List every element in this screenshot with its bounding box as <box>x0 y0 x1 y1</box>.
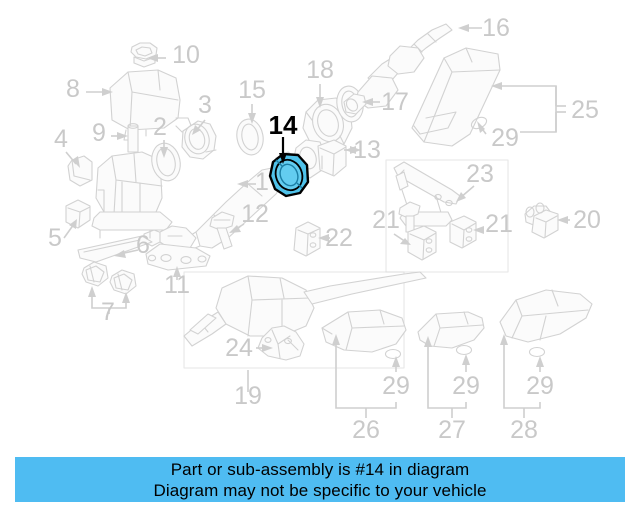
leader-12 <box>229 223 245 233</box>
callout-label-2: 2 <box>153 113 167 141</box>
callout-label-28: 28 <box>510 416 538 444</box>
leader-25 <box>491 82 566 133</box>
part-shape-3 <box>181 120 217 160</box>
callout-label-29-on-26: 29 <box>382 372 410 400</box>
callout-label-29-upper: 29 <box>491 124 519 152</box>
leader-21-left <box>393 233 411 245</box>
callout-label-21-left: 21 <box>372 206 400 234</box>
callout-label-29-on-27: 29 <box>452 372 480 400</box>
part-shape-20 <box>524 202 559 239</box>
callout-label-5: 5 <box>48 224 62 252</box>
part-shape-19 <box>183 271 427 347</box>
part-callout-banner: Part or sub-assembly is #14 in diagram D… <box>15 457 625 502</box>
leader-29-26 <box>392 356 400 372</box>
part-shape-21-left <box>407 225 437 261</box>
leader-29-28 <box>536 356 544 372</box>
part-shape-25 <box>411 47 501 147</box>
leader-17 <box>362 98 380 106</box>
callout-label-6: 6 <box>136 231 150 259</box>
callout-label-22: 22 <box>325 224 353 252</box>
callout-label-29-on-28: 29 <box>526 372 554 400</box>
callout-label-23: 23 <box>466 160 494 188</box>
part-shape-7 <box>81 261 137 295</box>
leader-arrow-14 <box>279 153 287 164</box>
part-shape-8 <box>109 69 193 141</box>
leader-24 <box>256 344 273 352</box>
callout-label-8: 8 <box>66 75 80 103</box>
part-shape-14-highlighted <box>268 152 310 198</box>
callout-label-20: 20 <box>573 206 601 234</box>
part-shape-9 <box>127 123 139 153</box>
part-shape-27 <box>417 311 485 356</box>
callout-label-24: 24 <box>225 334 253 362</box>
callout-label-18: 18 <box>306 56 334 84</box>
part-shape-2 <box>151 142 181 182</box>
part-shape-24 <box>257 325 305 361</box>
leader-8 <box>86 88 113 96</box>
part-shape-15 <box>236 118 264 156</box>
callout-label-12: 12 <box>241 200 269 228</box>
leader-27 <box>424 336 467 418</box>
part-shape-4 <box>67 155 93 187</box>
callout-label-9: 9 <box>92 119 106 147</box>
callout-label-10: 10 <box>172 41 200 69</box>
callout-label-25: 25 <box>571 96 599 124</box>
callout-label-7: 7 <box>101 298 115 326</box>
part-shape-12 <box>209 211 235 250</box>
leader-2 <box>160 140 168 158</box>
leader-18 <box>316 84 324 108</box>
callout-label-26: 26 <box>352 416 380 444</box>
part-shape-16 <box>343 23 453 115</box>
part-shape-10 <box>130 42 158 68</box>
part-shape-bolt-upper <box>398 201 421 233</box>
leader-29-27 <box>462 354 470 372</box>
leader-16 <box>458 24 482 32</box>
part-shape-21-right <box>449 215 477 249</box>
leader-6 <box>114 249 139 258</box>
leader-22 <box>318 234 330 242</box>
banner-line-2: Diagram may not be specific to your vehi… <box>153 480 487 500</box>
leader-28 <box>500 334 541 418</box>
leader-11 <box>173 266 181 280</box>
leader-20 <box>557 216 570 224</box>
callout-label-15: 15 <box>238 76 266 104</box>
part-shape-28 <box>499 289 593 358</box>
leader-26 <box>332 334 397 418</box>
leader-10 <box>147 54 166 62</box>
parts-diagram-canvas: 1 2 3 4 5 6 7 8 9 10 11 12 13 14 15 16 1… <box>48 14 601 444</box>
leader-1 <box>237 180 256 188</box>
callout-label-11: 11 <box>164 271 190 299</box>
part-shape-manifold <box>91 151 211 271</box>
parts-diagram-svg: 1 2 3 4 5 6 7 8 9 10 11 12 13 14 15 16 1… <box>48 14 601 444</box>
callout-label-4: 4 <box>54 125 68 153</box>
callout-label-16: 16 <box>482 14 510 42</box>
callout-label-1: 1 <box>255 168 269 196</box>
leader-5 <box>63 219 77 239</box>
callout-label-19: 19 <box>234 382 262 410</box>
leader-7 <box>88 286 130 314</box>
leader-21-right <box>473 226 484 234</box>
callout-label-14: 14 <box>269 110 298 140</box>
leader-13 <box>344 146 361 154</box>
leader-23 <box>456 185 475 202</box>
leader-3 <box>192 119 206 135</box>
callout-label-13: 13 <box>353 136 381 164</box>
part-shape-22 <box>293 221 321 257</box>
part-shape-26 <box>321 309 407 360</box>
part-region-box-23 <box>385 159 509 273</box>
leader-29-upper <box>477 121 487 135</box>
callout-label-3: 3 <box>198 91 212 119</box>
callout-label-21-right: 21 <box>485 210 513 238</box>
banner-line-1: Part or sub-assembly is #14 in diagram <box>170 459 470 479</box>
leader-15 <box>248 104 256 124</box>
leader-9 <box>111 132 128 140</box>
callout-label-17: 17 <box>381 88 409 116</box>
leader-4 <box>65 151 80 168</box>
part-shape-5 <box>65 199 91 229</box>
callout-label-27: 27 <box>438 416 466 444</box>
